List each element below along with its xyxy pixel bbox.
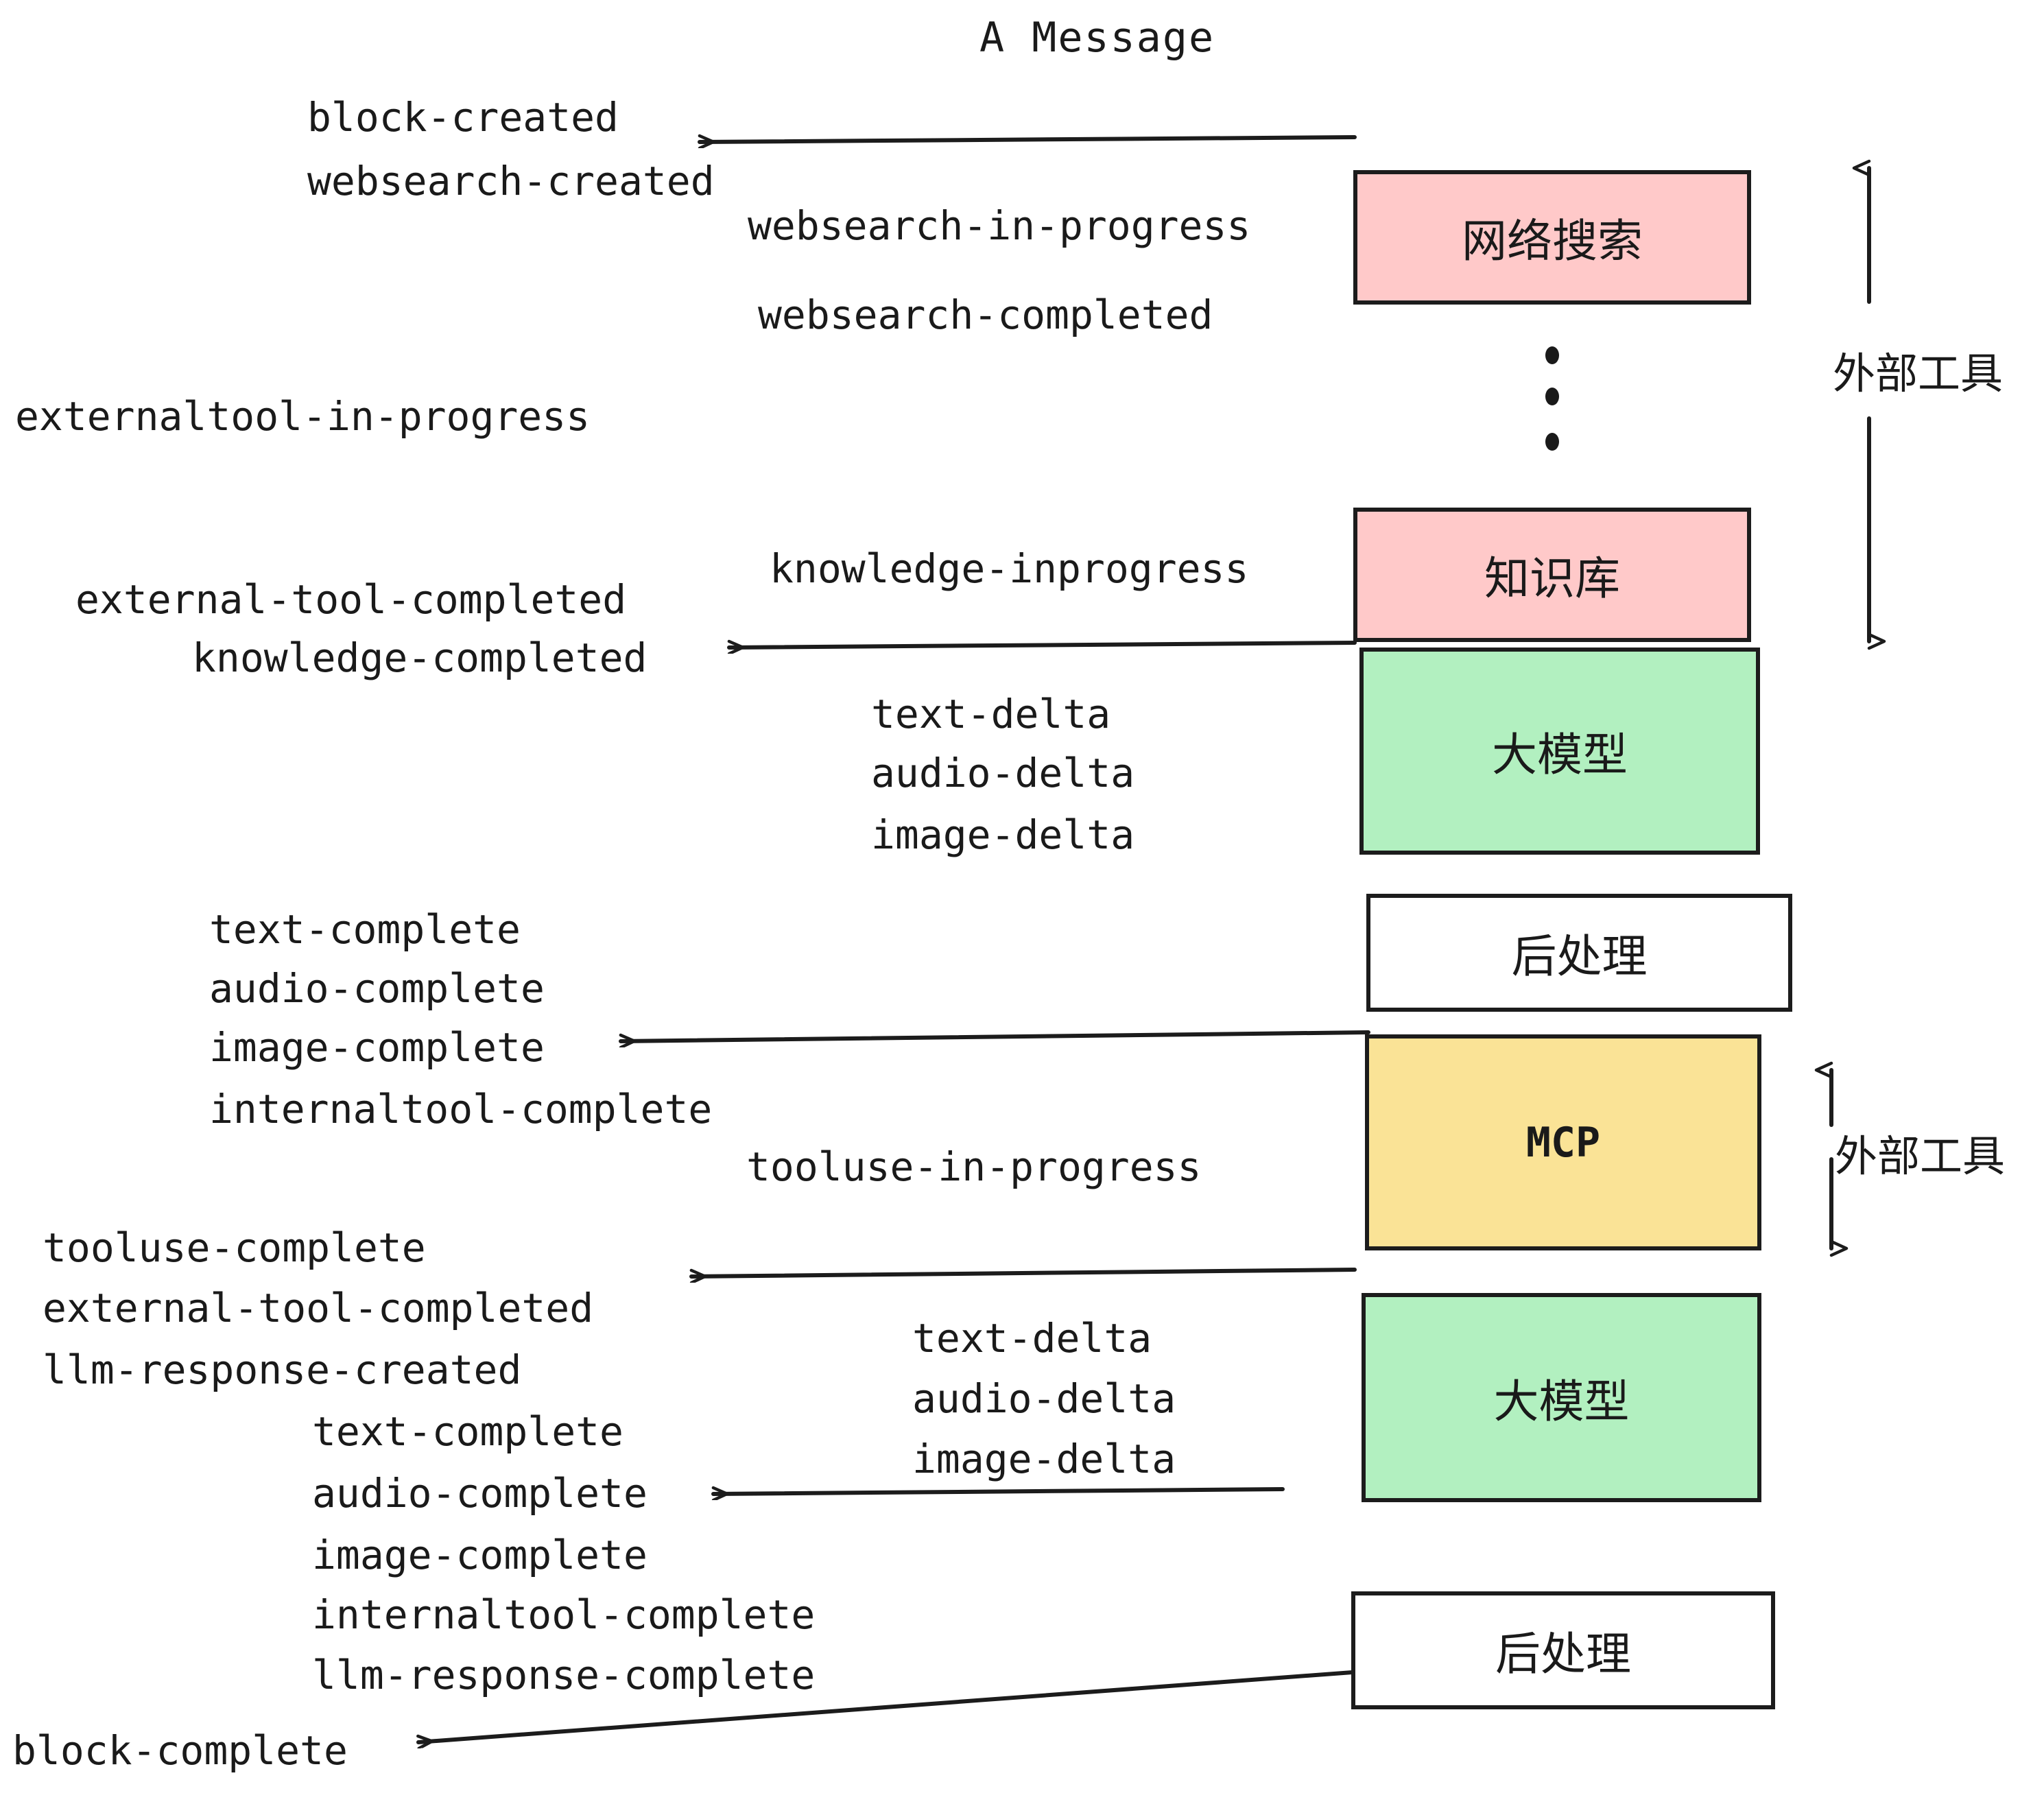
- node-knowledge[interactable]: 知识库: [1353, 508, 1751, 642]
- node-mcp[interactable]: MCP: [1365, 1034, 1761, 1250]
- event-label-external-tool-completed-2: external-tool-completed: [43, 1285, 594, 1331]
- node-llm-2[interactable]: 大模型: [1362, 1293, 1761, 1502]
- event-label-audio-complete-2: audio-complete: [312, 1470, 647, 1517]
- event-label-audio-complete-1: audio-complete: [209, 965, 545, 1012]
- event-label-image-complete-1: image-complete: [209, 1024, 545, 1071]
- event-label-websearch-completed: websearch-completed: [758, 292, 1213, 338]
- arrow-audio-complete: [711, 1489, 1285, 1494]
- event-label-knowledge-inprogress: knowledge-inprogress: [770, 545, 1249, 592]
- event-label-audio-delta-2: audio-delta: [912, 1375, 1176, 1422]
- event-label-text-complete-2: text-complete: [312, 1408, 623, 1455]
- event-label-text-delta-1: text-delta: [871, 691, 1111, 737]
- event-label-llm-response-complete: llm-response-complete: [312, 1652, 816, 1698]
- event-label-text-complete-1: text-complete: [209, 906, 521, 953]
- arrow-tooluse-complete: [689, 1268, 1357, 1277]
- event-label-internaltool-complete-2: internaltool-complete: [312, 1591, 816, 1638]
- external-tool-label-2: 外部工具: [1835, 1131, 2006, 1181]
- event-label-block-complete: block-complete: [12, 1727, 348, 1774]
- event-label-image-delta-2: image-delta: [912, 1436, 1176, 1482]
- event-label-external-tool-completed-1: external-tool-completed: [75, 576, 627, 623]
- event-label-image-complete-2: image-complete: [312, 1532, 647, 1578]
- event-label-audio-delta-1: audio-delta: [871, 750, 1135, 796]
- event-label-externaltool-in-progress: externaltool-in-progress: [15, 393, 591, 440]
- event-label-image-delta-1: image-delta: [871, 811, 1135, 858]
- external-tool-label-1: 外部工具: [1833, 348, 2004, 399]
- arrow-knowledge-completed: [727, 643, 1357, 648]
- diagram-title: A Message: [979, 14, 1215, 62]
- event-label-websearch-created: websearch-created: [307, 158, 715, 204]
- arrow-image-complete: [619, 1030, 1370, 1041]
- event-label-tooluse-complete: tooluse-complete: [43, 1224, 426, 1271]
- event-label-websearch-in-progress: websearch-in-progress: [748, 202, 1251, 249]
- node-websearch[interactable]: 网络搜索: [1353, 170, 1751, 305]
- node-postprocess-1[interactable]: 后处理: [1366, 894, 1792, 1012]
- event-label-tooluse-in-progress: tooluse-in-progress: [746, 1143, 1202, 1190]
- arrow-websearch-created: [698, 137, 1357, 142]
- ellipsis-dot-2: [1545, 388, 1559, 405]
- event-label-knowledge-completed: knowledge-completed: [192, 634, 647, 681]
- event-label-text-delta-2: text-delta: [912, 1315, 1152, 1362]
- event-label-internaltool-complete-1: internaltool-complete: [209, 1086, 713, 1132]
- event-label-block-created: block-created: [307, 94, 619, 141]
- node-postprocess-2[interactable]: 后处理: [1351, 1591, 1775, 1709]
- event-label-llm-response-created: llm-response-created: [43, 1346, 522, 1393]
- node-llm-1[interactable]: 大模型: [1359, 648, 1760, 855]
- ellipsis-dot-1: [1545, 346, 1559, 364]
- ellipsis-dot-3: [1545, 433, 1559, 451]
